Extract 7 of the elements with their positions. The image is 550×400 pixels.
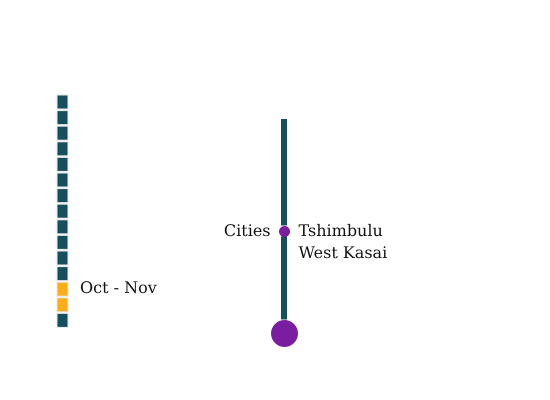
category-label: Cities <box>222 220 270 242</box>
timeline-line <box>281 236 287 320</box>
location-dot <box>278 226 290 236</box>
end-marker <box>270 320 298 346</box>
timeline-line <box>281 119 287 226</box>
place-label: Tshimbulu West Kasai <box>298 220 388 264</box>
period-label: Oct - Nov <box>80 277 157 299</box>
